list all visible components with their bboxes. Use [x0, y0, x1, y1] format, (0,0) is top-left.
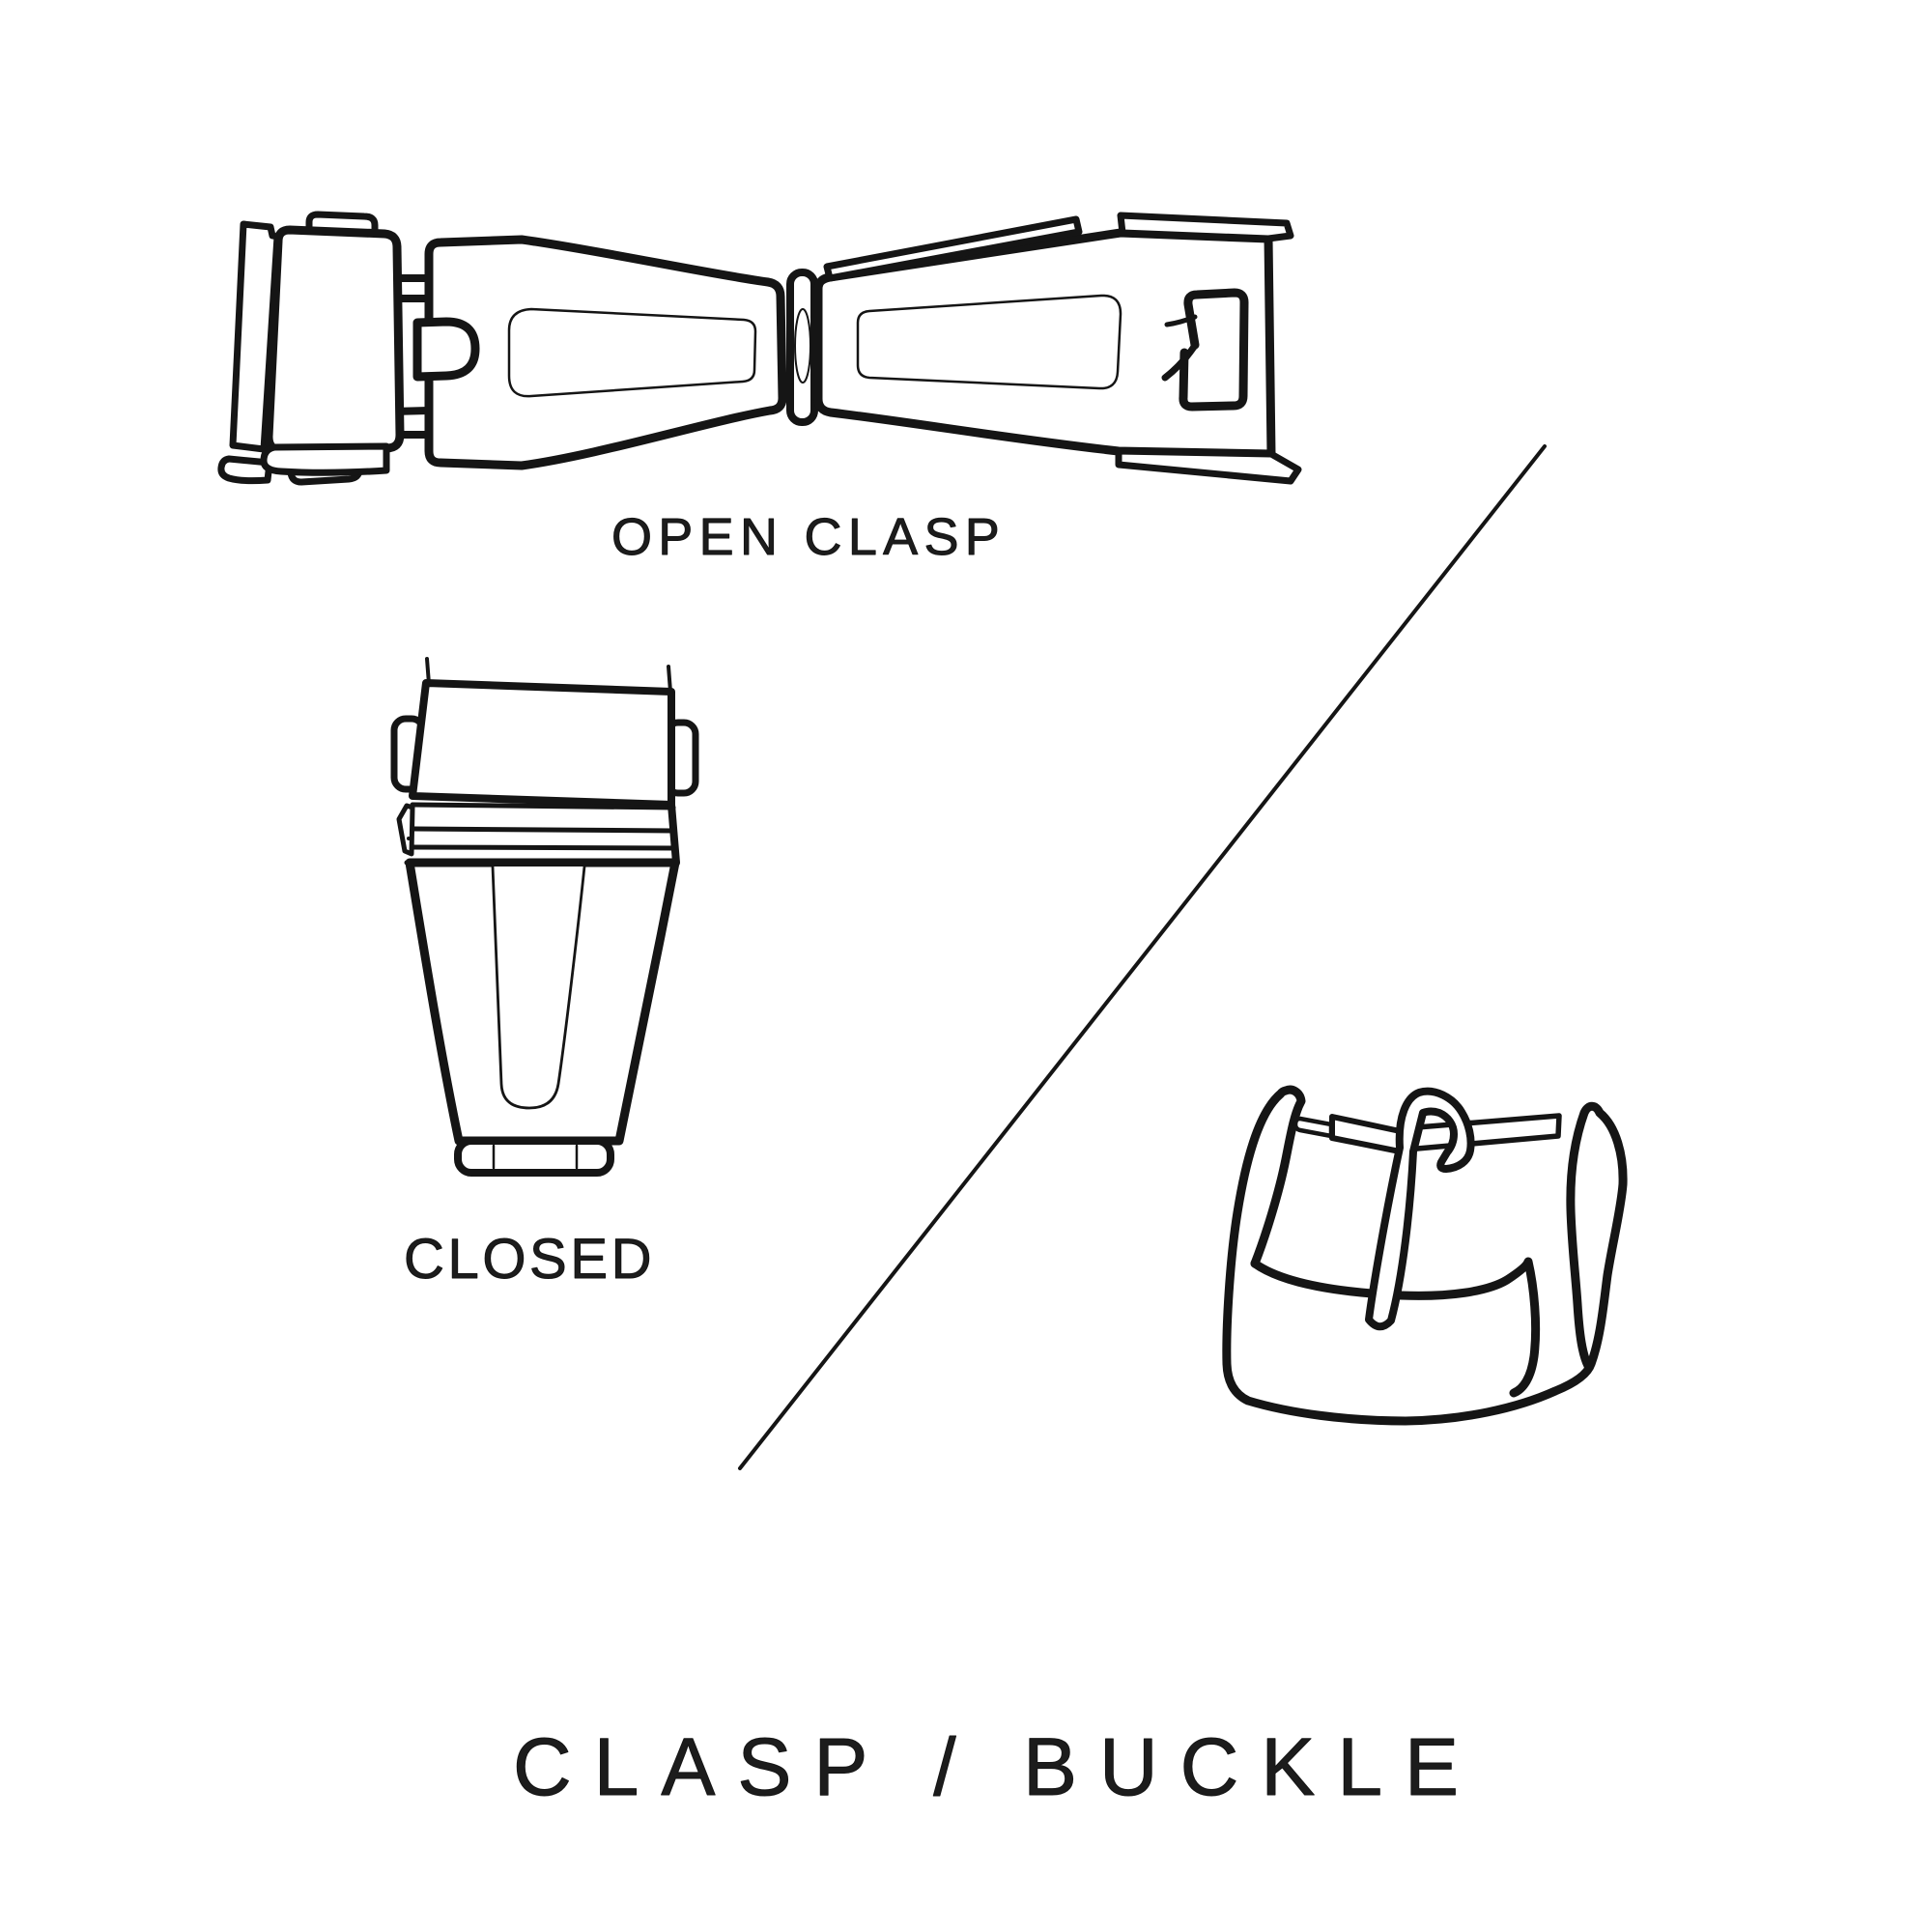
svg-text:CLASP / BUCKLE: CLASP / BUCKLE — [513, 1721, 1481, 1812]
svg-text:OPEN CLASP: OPEN CLASP — [611, 508, 1006, 566]
svg-text:CLOSED: CLOSED — [404, 1228, 655, 1291]
